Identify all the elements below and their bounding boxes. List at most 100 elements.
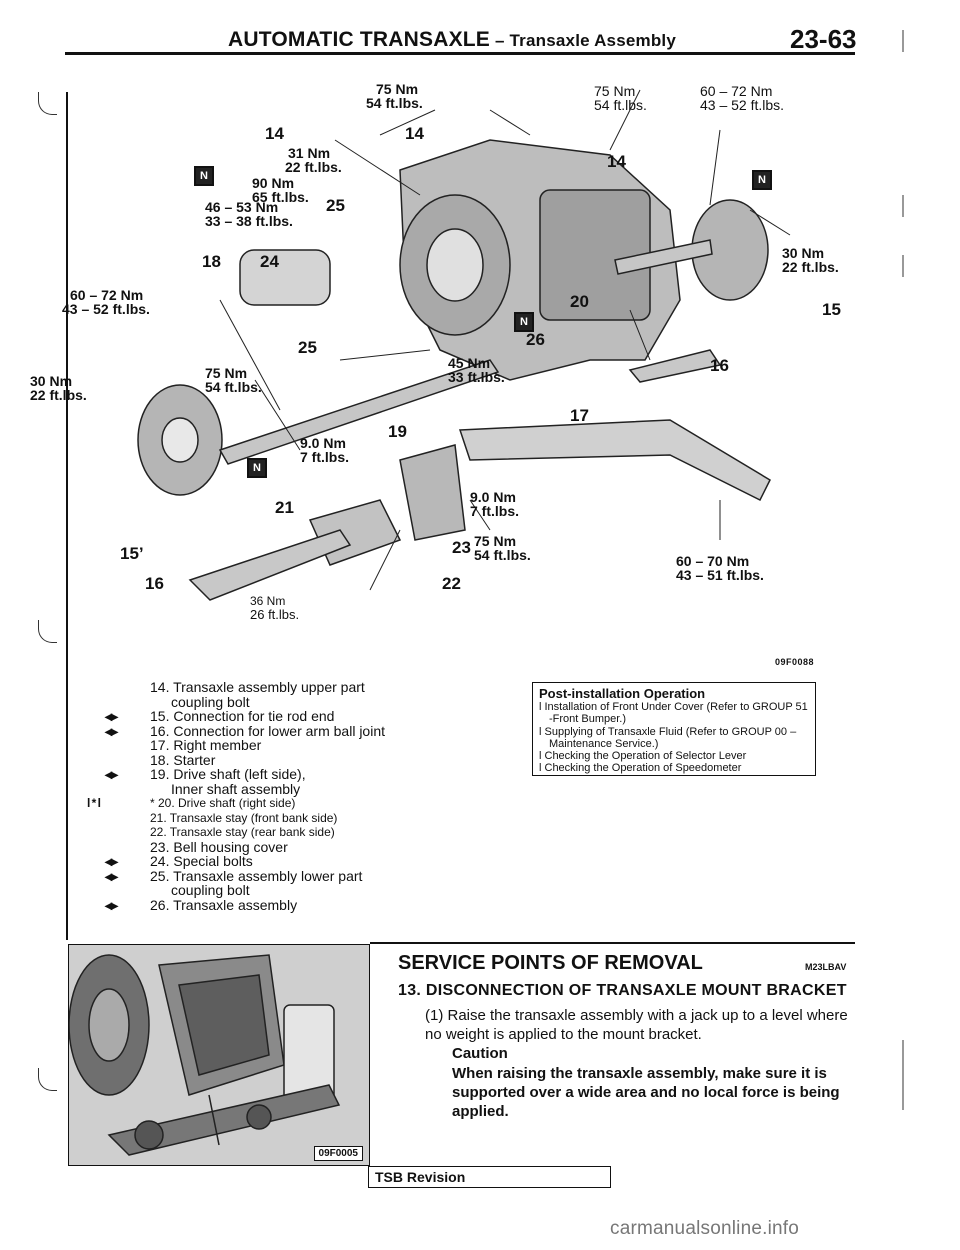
list-item: 23. Bell housing cover [150,838,288,855]
watermark: carmanualsonline.info [610,1218,800,1239]
part-number: 23 [452,538,471,557]
caution-label: Caution [452,1045,508,1062]
torque-label: 33 – 38 ft.lbs. [205,213,293,229]
torque-label: 43 – 51 ft.lbs. [676,567,764,583]
torque-label: 54 ft.lbs. [366,95,423,111]
tsb-revision-box: TSB Revision [368,1166,611,1188]
torque-label: 9.0 Nm [470,489,516,505]
torque-label: 90 Nm [252,175,295,191]
jack-photo: 09F0005 [68,944,370,1166]
list-item: ◂▸19. Drive shaft (left side),Inner shaf… [105,766,306,797]
torque-label: 7 ft.lbs. [470,503,520,519]
part-number: 25 [326,196,345,215]
part-number: 14 [607,152,626,171]
torque-label: 9.0 Nm [300,435,346,451]
new-part-n-icon: N [247,458,267,478]
post-installation-title: Post-installation Operation [539,686,706,701]
torque-label: 30 Nm [782,245,825,261]
torque-label: 75 Nm [594,83,636,99]
page-header-title: AUTOMATIC TRANSAXLE – Transaxle Assembly [228,28,676,51]
torque-label: 60 – 72 Nm [700,83,773,99]
part-number: 24 [260,252,279,271]
part-number: 25 [298,338,317,357]
edge-mark [902,195,904,217]
torque-label: 75 Nm [474,533,517,549]
binder-mark [38,92,57,115]
edge-mark [902,1040,904,1110]
list-item: 17. Right member [150,737,262,753]
new-part-n-icon: N [752,170,772,190]
new-part-n-icon: N [194,166,214,186]
torque-label: 75 Nm [376,81,419,97]
binder-mark [38,620,57,643]
torque-label: 60 – 70 Nm [676,553,750,569]
part-number: 16 [145,574,164,593]
list-item: 22. Transaxle stay (rear bank side) [150,825,335,839]
section-rule [370,942,855,944]
jack-illustration [69,945,369,1165]
list-item: ◂▸24. Special bolts [105,853,253,869]
part-number: 14 [405,124,424,143]
part-number: 14 [265,124,284,143]
torque-label: 65 ft.lbs. [252,189,309,205]
torque-label: 45 Nm [448,355,491,371]
torque-label: 22 ft.lbs. [30,387,87,403]
section-subtitle: Transaxle Assembly [509,31,676,50]
list-item: 18. Starter [150,751,216,768]
torque-label: 43 – 52 ft.lbs. [62,301,150,317]
torque-label: 31 Nm [288,145,331,161]
section-heading: SERVICE POINTS OF REMOVAL [398,952,703,974]
procedure-step: (1) Raise the transaxle assembly with a … [425,1007,848,1043]
list-item: l Supplying of Transaxle Fluid (Refer to… [539,725,797,750]
exploded-diagram: 75 Nm 54 ft.lbs. 31 Nm 22 ft.lbs. 90 Nm … [30,60,870,700]
list-item: 21. Transaxle stay (front bank side) [150,810,338,825]
torque-label: 43 – 52 ft.lbs. [700,97,785,113]
edge-mark [902,30,904,52]
list-item: ◂▸16. Connection for lower arm ball join… [105,722,386,739]
torque-label: 54 ft.lbs. [205,379,262,395]
header-rule [65,52,855,55]
transaxle-illustration [137,89,791,601]
page-number: 23-63 [790,24,857,54]
part-number: 15 [822,300,841,319]
post-installation-box: Post-installation Operation l Installati… [532,682,816,776]
part-number: 15’ [120,544,144,563]
torque-label: 26 ft.lbs. [250,607,300,622]
part-number: 20 [570,292,589,311]
torque-label: 60 – 72 Nm [70,287,144,303]
torque-label: 75 Nm [205,365,248,381]
torque-label: 36 Nm [250,594,286,608]
torque-label: 33 ft.lbs. [448,369,505,385]
list-item: l Checking the Operation of Speedometer [539,762,742,775]
torque-label: 54 ft.lbs. [594,97,647,113]
figure-id: 09F0005 [313,1146,363,1161]
part-number: 22 [442,574,461,593]
list-item: ◂▸15. Connection for tie rod end [105,708,335,724]
list-item: l Checking the Operation of Selector Lev… [539,750,747,763]
new-part-n-icon: N [514,312,534,332]
part-number: 19 [388,422,407,441]
section-title: AUTOMATIC TRANSAXLE [228,28,491,51]
list-item: l * l* 20. Drive shaft (right side) [87,796,296,810]
caution-text: When raising the transaxle assembly, mak… [452,1065,840,1120]
torque-label: 46 – 53 Nm [205,199,279,215]
torque-label: 30 Nm [30,373,73,389]
part-number: 21 [275,498,294,517]
part-number: 17 [570,406,589,425]
part-number: 18 [202,252,221,271]
torque-label: 22 ft.lbs. [285,159,342,175]
binder-mark [38,1068,57,1091]
list-item: ◂▸26. Transaxle assembly [105,896,298,913]
left-rule [66,92,68,940]
edge-mark [902,255,904,277]
torque-label: 54 ft.lbs. [474,547,531,563]
section-code: M23LBAV [805,962,847,972]
list-item: l Installation of Front Under Cover (Ref… [539,701,808,726]
part-number: 16 [710,356,729,375]
procedure-heading: 13. DISCONNECTION OF TRANSAXLE MOUNT BRA… [398,982,847,999]
figure-id: 09F0088 [775,657,815,667]
part-number: 26 [526,330,545,349]
